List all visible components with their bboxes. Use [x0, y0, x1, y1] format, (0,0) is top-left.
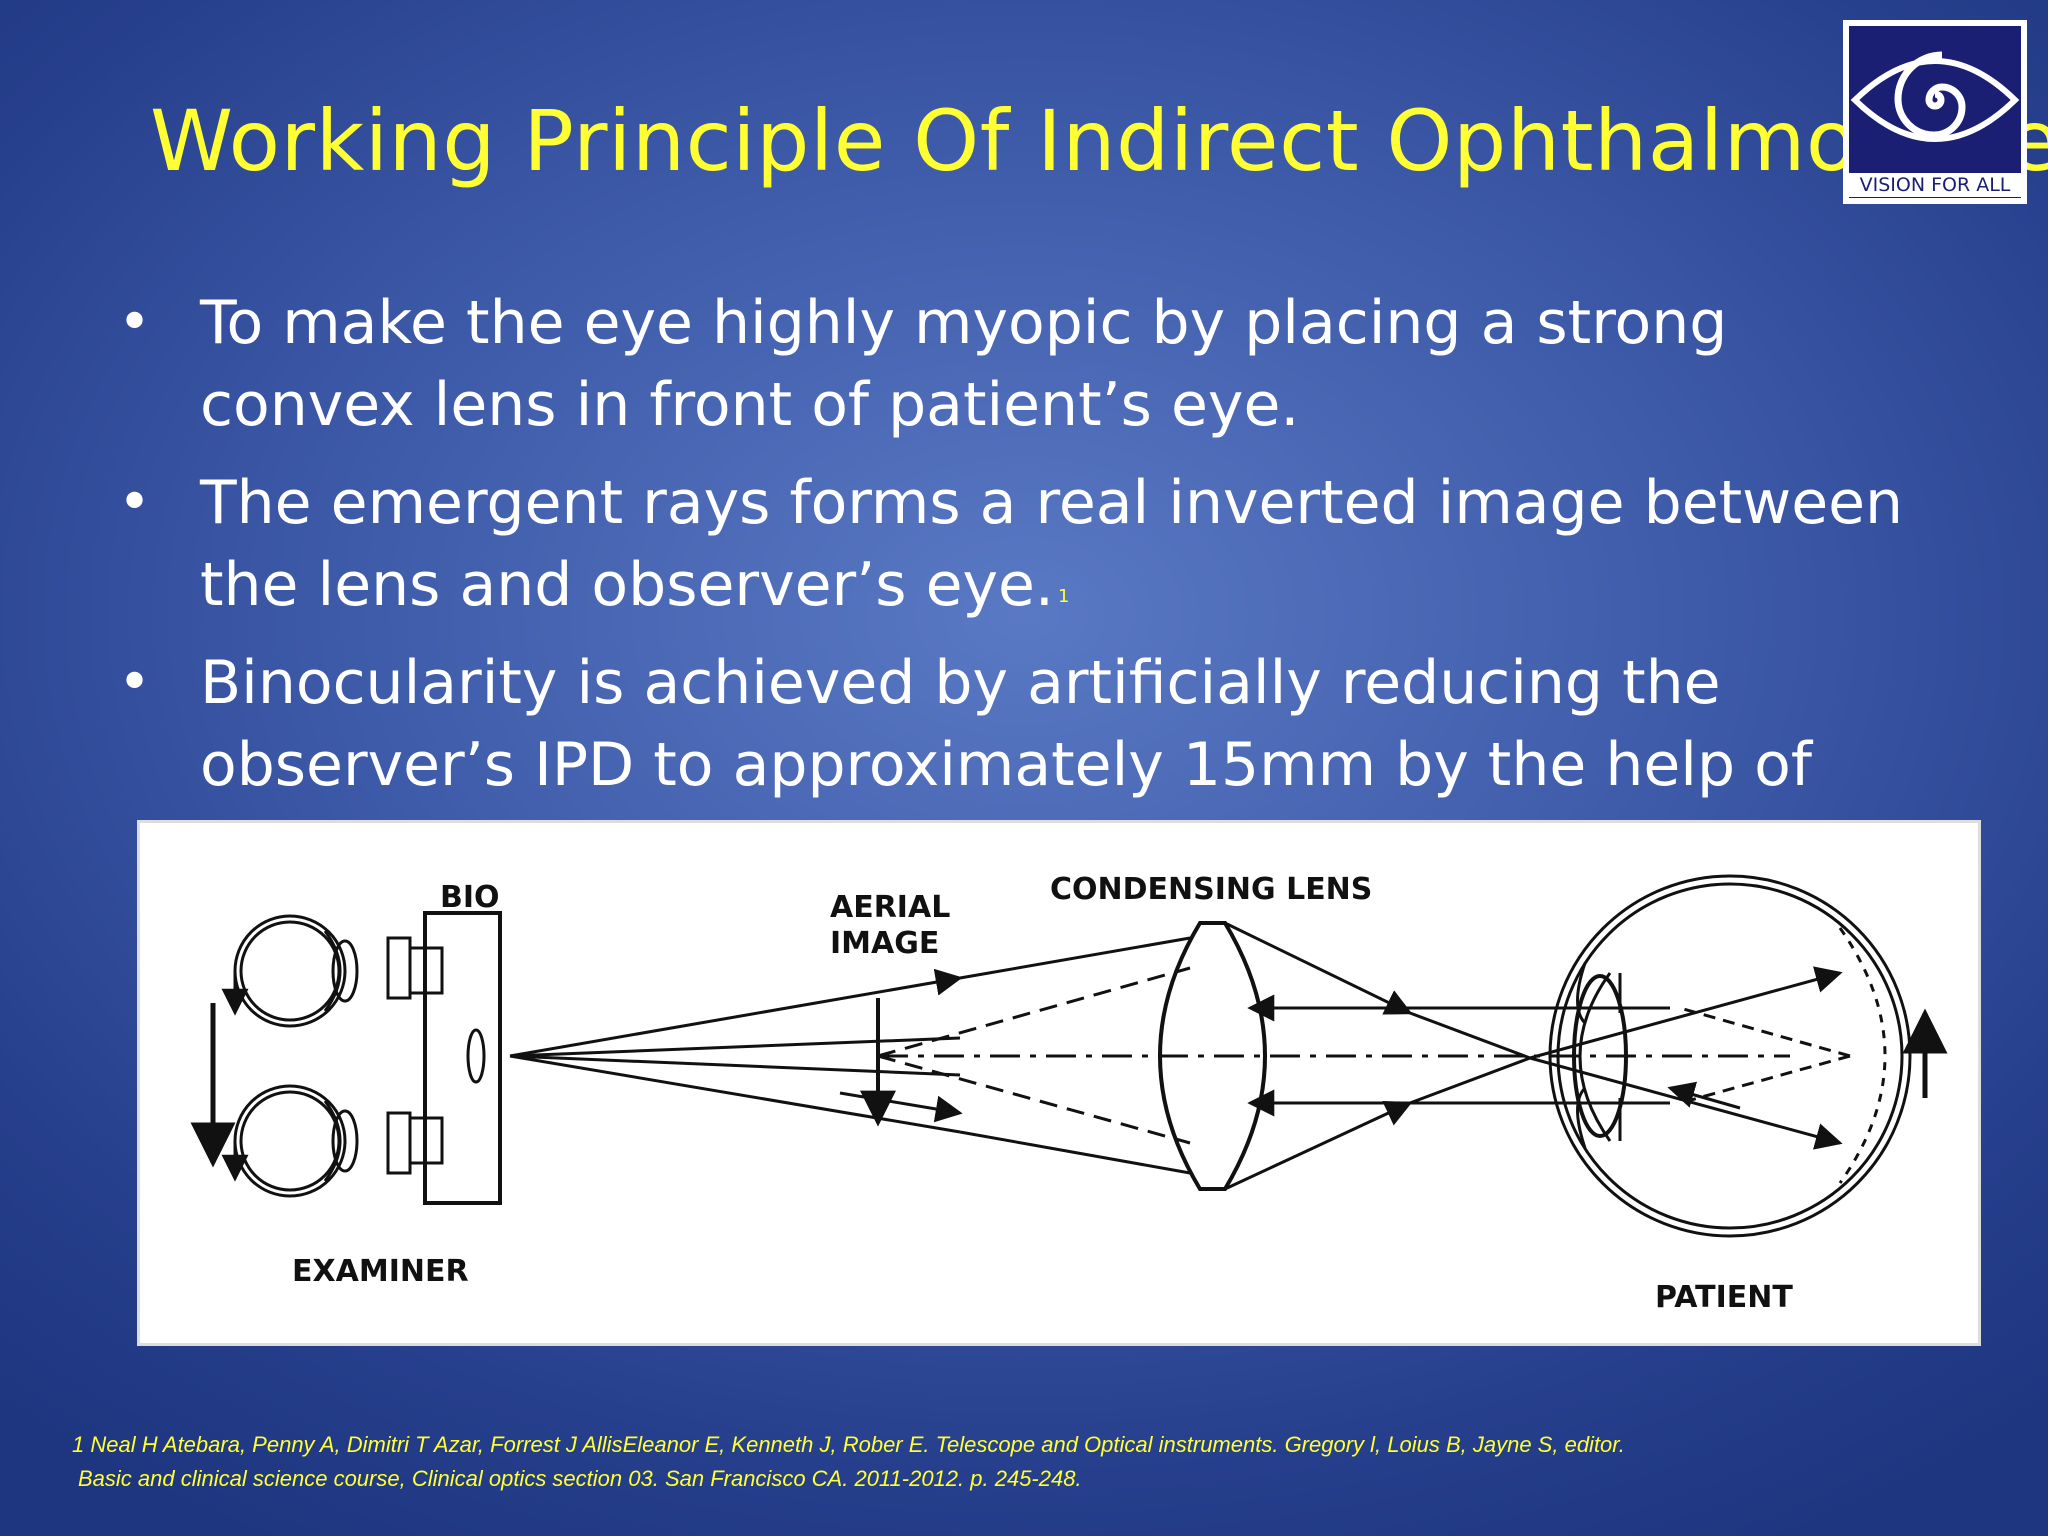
bullet-dot-icon: •	[118, 650, 152, 715]
label-condensing-lens: CONDENSING LENS	[1050, 872, 1372, 907]
citation: 1 Neal H Atebara, Penny A, Dimitri T Aza…	[72, 1428, 2032, 1496]
bullet-item: • Binocularity is achieved by artificiall…	[118, 642, 1958, 888]
vision-for-all-logo: VISION FOR ALL	[1843, 20, 2027, 204]
label-bio: BIO	[440, 880, 500, 915]
citation-line-2: Basic and clinical science course, Clini…	[78, 1466, 1082, 1491]
patient-eye	[1548, 874, 1912, 1238]
citation-line-1: 1 Neal H Atebara, Penny A, Dimitri T Aza…	[72, 1432, 1625, 1457]
label-aerial-image-line1: AERIAL	[830, 890, 950, 925]
indirect-ophthalmoscope-ray-diagram: BIO AERIAL IMAGE CONDENSING LENS EXAMINE…	[190, 872, 1948, 1315]
bullet-list: • To make the eye highly myopic by placin…	[118, 282, 1958, 904]
footnote-marker: 1	[1057, 586, 1070, 607]
examiner-eye-bottom	[233, 1084, 359, 1198]
optics-diagram: BIO AERIAL IMAGE CONDENSING LENS EXAMINE…	[137, 820, 1981, 1346]
bullet-text: Binocularity is achieved by artificially…	[200, 648, 1812, 882]
bullet-text: The emergent rays forms a real inverted …	[200, 468, 1904, 620]
bullet-item: • To make the eye highly myopic by placin…	[118, 282, 1958, 446]
examiner-eye-top	[233, 914, 359, 1028]
label-aerial-image-line2: IMAGE	[830, 926, 939, 961]
bullet-item: • The emergent rays forms a real inverted…	[118, 462, 1958, 626]
label-examiner: EXAMINER	[292, 1254, 469, 1289]
bullet-dot-icon: •	[118, 290, 152, 355]
label-patient: PATIENT	[1655, 1280, 1793, 1315]
slide-title: Working Principle Of Indirect Ophthalmos…	[150, 92, 2048, 190]
bio-headset	[386, 911, 502, 1205]
logo-caption: VISION FOR ALL	[1849, 173, 2021, 197]
bullet-text: To make the eye highly myopic by placing…	[200, 288, 1728, 440]
spiral-eye-icon	[1850, 51, 2020, 142]
bullet-dot-icon: •	[118, 470, 152, 535]
logo-emblem	[1849, 26, 2021, 198]
